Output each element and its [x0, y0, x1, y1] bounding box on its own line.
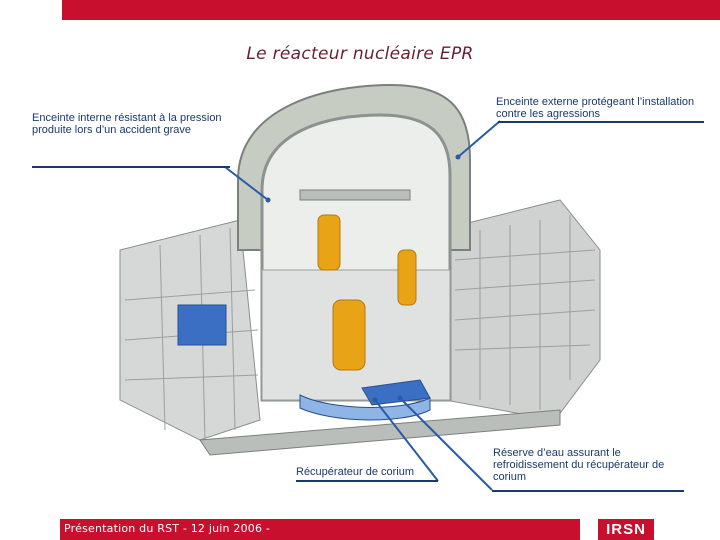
slide-title: Le réacteur nucléaire EPR: [246, 44, 474, 64]
underline-outer: [498, 121, 704, 123]
leader-outer: [457, 120, 501, 158]
underline-water: [492, 490, 684, 492]
label-inner-containment: Enceinte interne résistant à la pression…: [32, 112, 222, 136]
underline-corium: [296, 480, 438, 482]
base-slab: [199, 409, 561, 456]
building-floors-right: [454, 215, 596, 410]
leader-dots: [265, 154, 461, 403]
irsn-logo: IRSN: [598, 519, 654, 540]
steam-generator-right: [397, 249, 417, 306]
leader-inner: [224, 166, 269, 201]
fuel-pool: [177, 304, 227, 346]
footer-bar: [60, 519, 580, 540]
leader-lines: [224, 120, 501, 491]
top-banner: [62, 0, 720, 20]
leader-water: [399, 397, 493, 491]
label-core-catcher: Récupérateur de corium: [296, 466, 415, 478]
label-water-reserve: Réserve d’eau assurant le refroidissemen…: [493, 447, 665, 483]
label-outer-containment: Enceinte externe protégeant l’installati…: [496, 96, 695, 120]
underline-inner: [32, 166, 230, 168]
footer-text: Présentation du RST - 12 juin 2006 -: [64, 522, 271, 535]
leader-corium: [374, 399, 439, 482]
water-reserve: [299, 394, 431, 421]
reactor-vessel: [332, 299, 366, 371]
polar-crane: [299, 189, 411, 201]
steam-generator-left: [317, 214, 341, 271]
